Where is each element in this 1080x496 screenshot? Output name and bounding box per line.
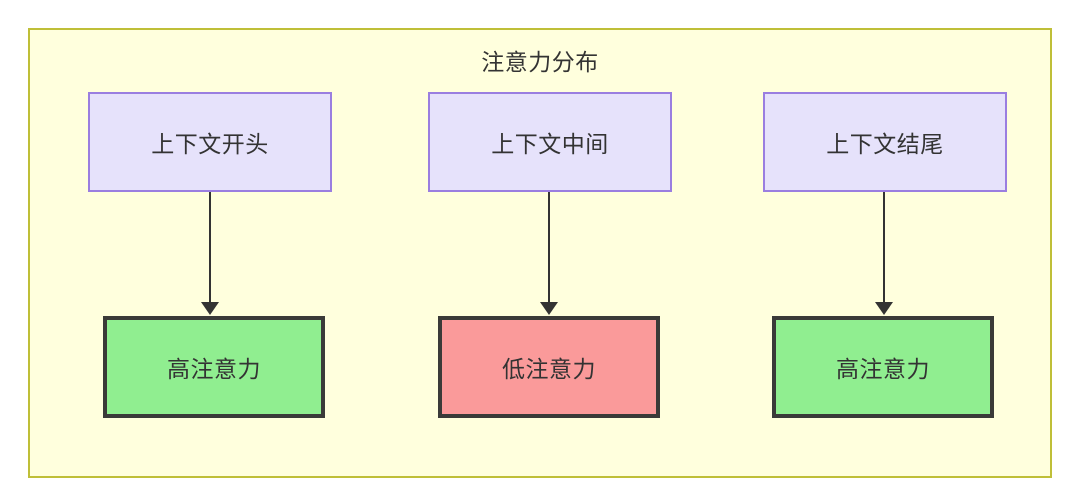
node-context-end-label: 上下文结尾	[826, 131, 944, 157]
edge-line-start	[209, 192, 211, 304]
node-result-middle[interactable]: 低注意力	[438, 316, 660, 418]
node-result-end[interactable]: 高注意力	[772, 316, 994, 418]
arrow-down-icon-end	[875, 302, 893, 315]
arrow-down-icon-start	[201, 302, 219, 315]
node-result-start-label: 高注意力	[167, 356, 261, 382]
node-result-end-label: 高注意力	[836, 356, 930, 382]
edge-line-middle	[548, 192, 550, 304]
node-result-start[interactable]: 高注意力	[103, 316, 325, 418]
node-context-start[interactable]: 上下文开头	[88, 92, 332, 192]
arrow-down-icon-middle	[540, 302, 558, 315]
node-context-end[interactable]: 上下文结尾	[763, 92, 1007, 192]
edge-line-end	[883, 192, 885, 304]
node-context-middle-label: 上下文中间	[491, 131, 609, 157]
node-context-middle[interactable]: 上下文中间	[428, 92, 672, 192]
node-result-middle-label: 低注意力	[502, 356, 596, 382]
group-title: 注意力分布	[481, 49, 599, 75]
node-context-start-label: 上下文开头	[151, 131, 269, 157]
